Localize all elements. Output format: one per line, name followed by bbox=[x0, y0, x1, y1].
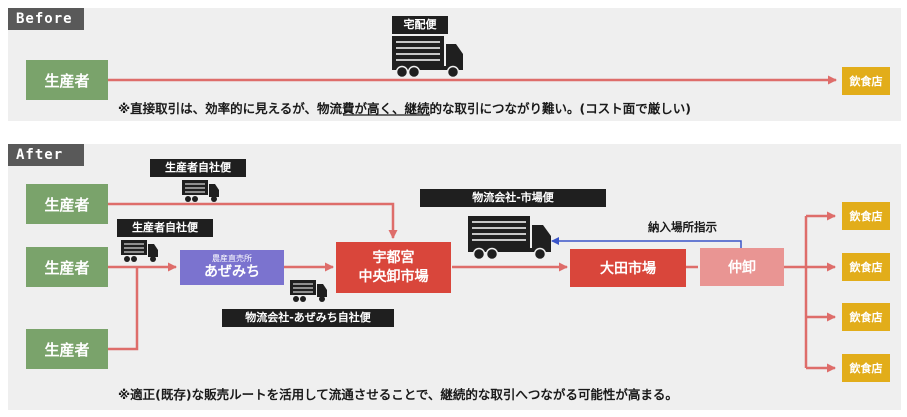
ota-market-box: 大田市場 bbox=[570, 249, 686, 287]
wholesaler-box: 仲卸 bbox=[700, 248, 784, 286]
after-producer-3-box: 生産者 bbox=[26, 329, 108, 369]
after-restaurant-1-box: 飲食店 bbox=[842, 202, 890, 230]
before-note-underlined: 物流費が高く bbox=[317, 101, 393, 116]
after-producer-2-box: 生産者 bbox=[26, 247, 108, 287]
before-note: ※直接取引は、効率的に見えるが、物流費が高く、継続的な取引につながり難い。(コス… bbox=[118, 98, 691, 117]
market-truck-icon bbox=[468, 216, 551, 260]
before-restaurant-box: 飲食店 bbox=[842, 67, 890, 95]
before-tag: Before bbox=[8, 8, 84, 30]
producer-delivery-label-2: 生産者自社便 bbox=[117, 219, 213, 237]
instruction-label: 納入場所指示 bbox=[648, 220, 717, 234]
after-note: ※適正(既存)な販売ルートを活用して流通させることで、継続的な取引へつながる可能… bbox=[118, 387, 678, 402]
azemichi-name: あぜみち bbox=[204, 264, 260, 280]
azemichi-delivery-label: 物流会社-あぜみち自社便 bbox=[222, 309, 394, 327]
producer-truck-1-icon bbox=[182, 180, 219, 202]
producer-delivery-label-1: 生産者自社便 bbox=[150, 159, 246, 177]
before-producer-box: 生産者 bbox=[26, 60, 108, 100]
instruction-arrow bbox=[551, 237, 742, 248]
central-market-line2: 中央卸市場 bbox=[358, 268, 429, 285]
after-tag: After bbox=[8, 144, 84, 166]
producer-truck-2-icon bbox=[121, 240, 158, 262]
azemichi-truck-icon bbox=[290, 280, 327, 302]
after-restaurant-3-box: 飲食店 bbox=[842, 303, 890, 331]
azemichi-box: 農産直売所 あぜみち bbox=[180, 250, 284, 285]
central-market-line1: 宇都宮 bbox=[372, 249, 415, 266]
before-note-suffix: 、継続的な取引につながり難い。(コスト面で厳しい) bbox=[392, 101, 691, 116]
after-restaurant-4-box: 飲食店 bbox=[842, 354, 890, 382]
before-delivery-label: 宅配便 bbox=[392, 16, 448, 34]
producer1-to-central-arrow bbox=[108, 202, 398, 239]
before-truck-icon bbox=[392, 36, 463, 78]
azemichi-caption: 農産直売所 bbox=[212, 254, 252, 263]
after-restaurant-2-box: 飲食店 bbox=[842, 253, 890, 281]
market-delivery-label: 物流会社-市場便 bbox=[420, 189, 606, 207]
central-market-box: 宇都宮 中央卸市場 bbox=[336, 242, 451, 293]
after-producer-1-box: 生産者 bbox=[26, 184, 108, 224]
before-note-prefix: ※直接取引は、効率的に見えるが、 bbox=[118, 101, 318, 116]
producer3-merge-line bbox=[108, 267, 139, 351]
